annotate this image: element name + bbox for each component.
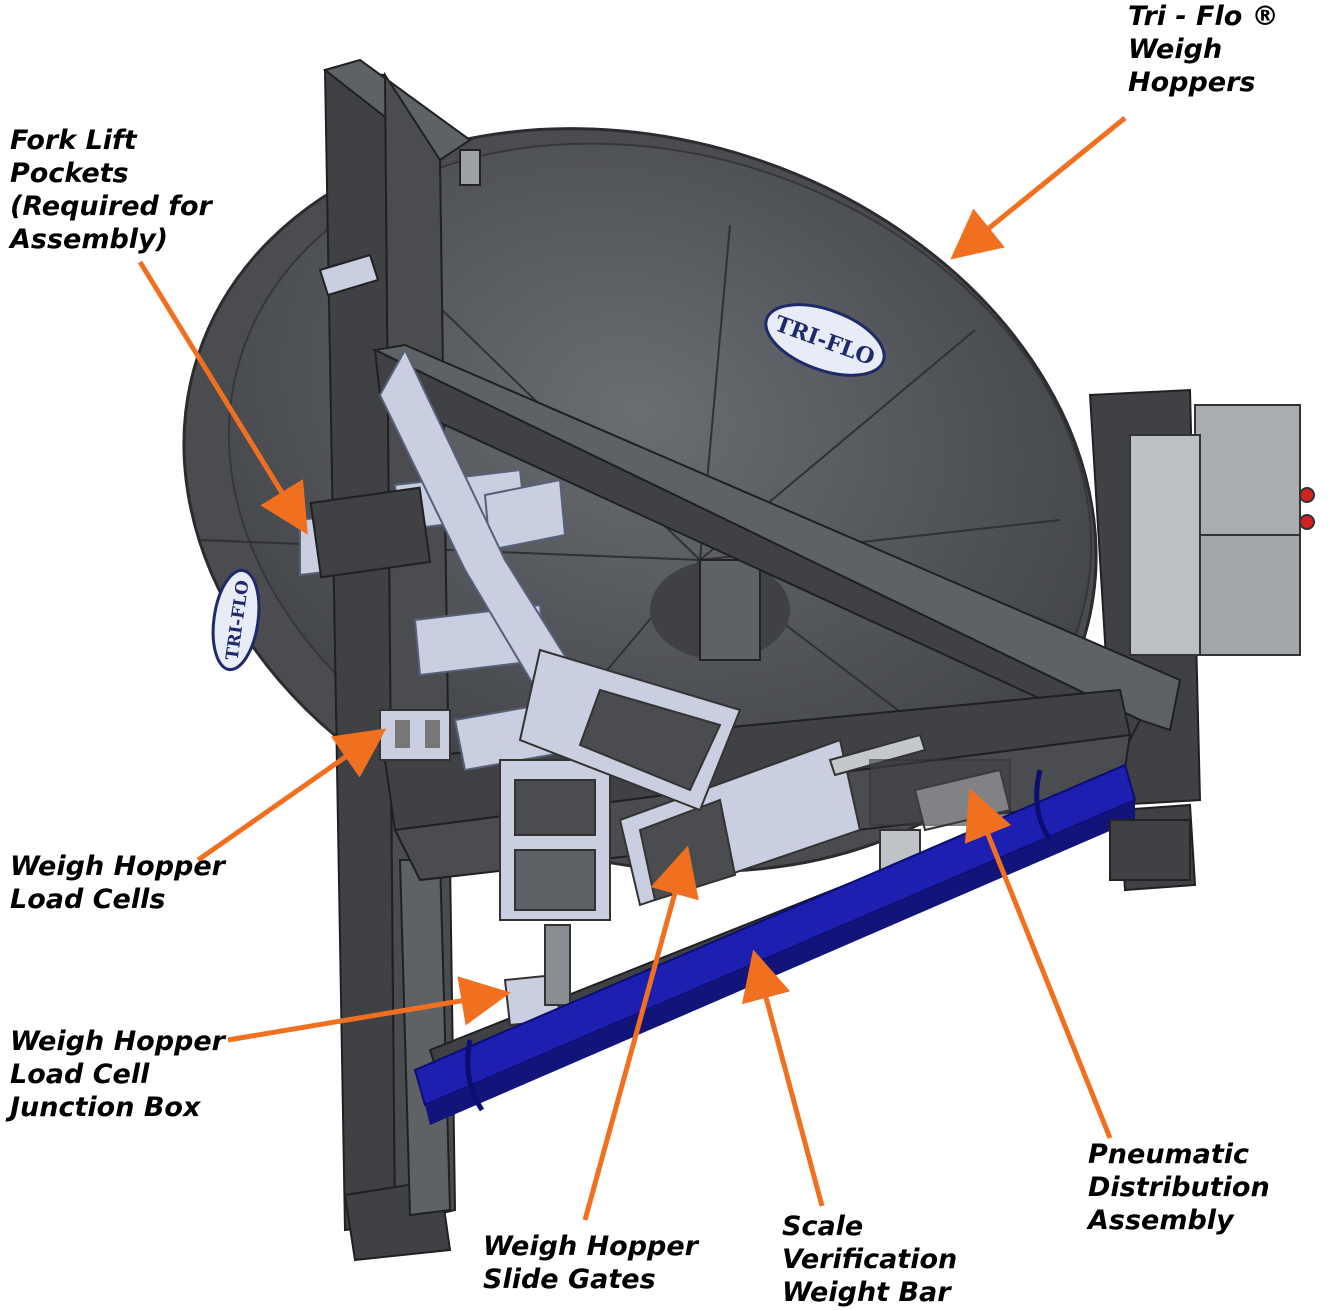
label-line: Load Cell	[10, 1059, 150, 1090]
label-line: Scale	[782, 1211, 864, 1242]
label-line: Weigh	[1128, 34, 1223, 65]
label-scale-verification-weight-bar: Scale Verification Weight Bar	[782, 1210, 957, 1309]
label-line: Pneumatic	[1088, 1139, 1250, 1170]
label-line: Tri - Flo ®	[1128, 1, 1279, 32]
label-load-cell-junction-box: Weigh Hopper Load Cell Junction Box	[10, 1025, 225, 1124]
label-tri-flo-weigh-hoppers: Tri - Flo ® Weigh Hoppers	[1128, 0, 1279, 99]
tri-flo-logo-side: TRI-FLO	[211, 568, 261, 672]
arrow-pneumatic	[964, 788, 1113, 1139]
arrow-fork-lift	[137, 260, 308, 535]
label-line: Weigh Hopper	[10, 1026, 225, 1057]
label-line: Distribution	[1088, 1172, 1270, 1203]
arrow-slide-gates	[582, 845, 699, 1221]
label-line: Assembly	[1088, 1205, 1234, 1236]
arrow-junction-box	[227, 976, 511, 1043]
label-fork-lift-pockets: Fork Lift Pockets (Required for Assembly…	[10, 124, 212, 256]
label-line: Pockets	[10, 158, 129, 189]
control-enclosure	[1129, 404, 1315, 656]
label-line: Fork Lift	[10, 125, 137, 156]
callout-arrows	[137, 116, 1127, 1221]
label-line: Assembly)	[10, 224, 169, 255]
load-cell	[379, 709, 451, 761]
label-line: Hoppers	[1128, 67, 1256, 98]
label-line: Weigh Hopper	[483, 1231, 698, 1262]
label-line: Weight Bar	[782, 1277, 951, 1308]
top-brackets	[318, 149, 1191, 881]
fork-lift-plate	[309, 486, 432, 579]
label-weigh-hopper-load-cells: Weigh Hopper Load Cells	[10, 850, 225, 916]
arrow-load-cells	[196, 728, 387, 863]
label-line: Load Cells	[10, 884, 166, 915]
label-line: Slide Gates	[483, 1264, 656, 1295]
label-line: Junction Box	[10, 1092, 201, 1123]
arrow-weight-bar	[741, 949, 825, 1207]
label-pneumatic-distribution-assembly: Pneumatic Distribution Assembly	[1088, 1138, 1270, 1237]
arrow-tri-flo	[950, 116, 1127, 260]
label-line: Weigh Hopper	[10, 851, 225, 882]
label-line: (Required for	[10, 191, 212, 222]
label-line: Verification	[782, 1244, 958, 1275]
label-weigh-hopper-slide-gates: Weigh Hopper Slide Gates	[483, 1230, 698, 1296]
